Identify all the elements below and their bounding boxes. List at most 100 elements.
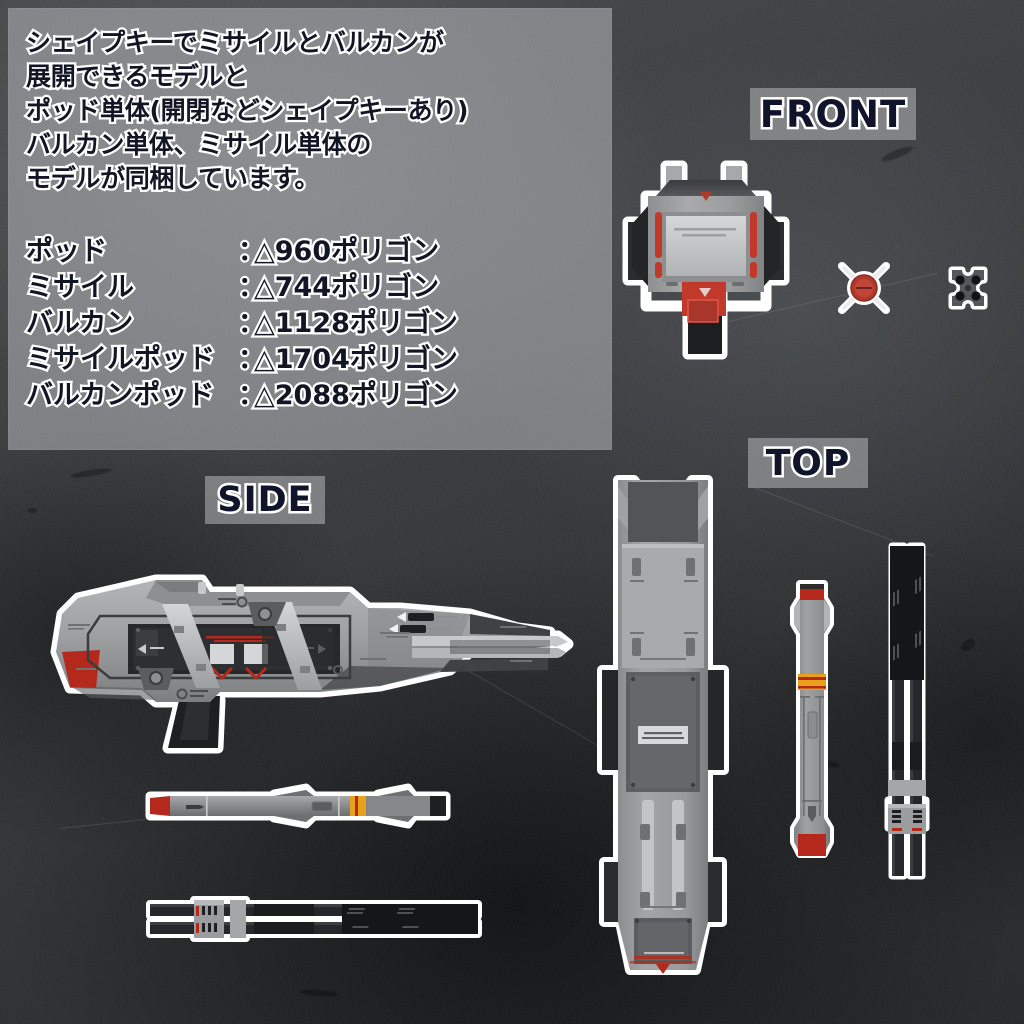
pod-top-side-block-left2 (604, 862, 620, 922)
missile-top-nose-cap (800, 584, 824, 589)
spec-table: ポッド：△960ポリゴンミサイル：△744ポリゴンバルカン：△1128ポリゴンミ… (24, 234, 460, 414)
pod-side-deployed-barrels (412, 636, 568, 658)
pod-side-bay-sub (136, 630, 158, 656)
missile-side-body (170, 796, 350, 816)
description-line-4: モデルが同梱しています。 (24, 162, 322, 196)
pod-top-plate-label-text (642, 737, 684, 739)
pod-front-view (622, 150, 806, 390)
spec-name-0: ポッド (24, 234, 110, 270)
vulcan-front-view (944, 266, 992, 310)
pod-top-upper-plate-edge (622, 544, 704, 548)
missile-side-seam (338, 796, 340, 816)
pod-front-accent-right (750, 212, 757, 258)
vulcan-top-collar (888, 780, 926, 796)
spec-name-2: バルカン (24, 306, 136, 342)
pod-front-bevel-left (632, 206, 648, 286)
spec-row-1: ミサイル：△744ポリゴン (24, 270, 458, 306)
pod-front-window-text (674, 228, 736, 231)
pod-top-dash-decal (640, 658, 686, 660)
pod-side-lower-shade (320, 666, 450, 690)
vulcan-front-barrel (955, 291, 965, 301)
spec-value-1: △744ポリゴン (252, 270, 442, 306)
pod-side-view (50, 540, 574, 760)
pod-side-port-dash (190, 690, 208, 692)
pod-side-bay-frame (86, 614, 352, 680)
pod-front-top-face (656, 180, 756, 196)
pod-top-latches (632, 558, 695, 656)
vulcan-side-mid-seam (254, 904, 314, 916)
vulcan-side-feed-slots (202, 906, 217, 932)
missile-side-fin-top (378, 790, 414, 796)
pod-front-vent-left (666, 282, 678, 286)
spec-value-4: △2088ポリゴン (252, 378, 460, 414)
missile-side-view (145, 783, 458, 829)
spec-colon-2: ： (236, 306, 268, 342)
pod-top-rear-bolts (635, 919, 691, 923)
description-line-1: 展開できるモデルと (24, 60, 251, 94)
pod-side-strap-rear (266, 602, 322, 690)
spec-row-3: ミサイルポッド：△1704ポリゴン (24, 342, 460, 378)
spec-name-3: ミサイルポッド (24, 342, 218, 378)
missile-top-probe (808, 806, 816, 822)
pod-top-warning-bar (634, 956, 692, 959)
pod-side-chevron (244, 666, 268, 681)
vulcan-side-accent (196, 906, 199, 916)
pod-side-warning-text (206, 636, 274, 639)
pod-side-hinge-bolt (258, 607, 272, 621)
vulcan-side-accent (196, 923, 199, 933)
pod-side-top-tab (236, 584, 244, 596)
missile-side-band-stripe (355, 796, 358, 816)
vulcan-top-mid-seam-left (892, 742, 904, 770)
pod-side-warning-text (214, 640, 266, 642)
missile-top-fin-right (824, 600, 830, 632)
description-line-0: シェイプキーでミサイルとバルカンが (24, 26, 446, 60)
spec-row-4: バルカンポッド：△2088ポリゴン (24, 378, 460, 414)
vulcan-side-view (146, 896, 486, 942)
pod-front-hatch-inner (687, 299, 719, 323)
vulcan-side-collar (230, 900, 246, 938)
spec-row-0: ポッド：△960ポリゴン (24, 234, 458, 270)
pod-top-latch-labels (630, 580, 698, 634)
pod-top-muzzle-vane-left (618, 486, 628, 530)
pod-top-side-block-right (706, 670, 724, 770)
pod-front-hatch-triangle (699, 288, 711, 297)
pod-front-chevron-marker (700, 192, 712, 201)
pod-side-port-dash (190, 695, 204, 697)
description-line-2: ポッド単体(開閉などシェイプキーあり) (24, 94, 471, 128)
pod-side-rear-shade (70, 686, 156, 700)
vulcan-top-barrel-left-hl (892, 546, 895, 876)
vulcan-front-barrel (971, 275, 981, 285)
missile-side-tail (366, 796, 430, 816)
missile-top-view (786, 578, 838, 866)
pod-side-hinge-bolt (149, 671, 163, 685)
pod-top-rear-dash (644, 952, 684, 954)
pod-front-bevel-right (764, 206, 780, 286)
description-line-3: バルカン単体、ミサイル単体の (24, 128, 374, 162)
missile-top-tail (798, 834, 826, 856)
view-label-front: FRONT (750, 88, 916, 140)
spec-value-2: △1128ポリゴン (252, 306, 460, 342)
pod-front-window-text (682, 234, 726, 237)
pod-top-side-block-left (602, 670, 620, 770)
vulcan-front-hub (965, 285, 971, 291)
spec-row-2: バルカン ：△1128ポリゴン (24, 306, 460, 342)
spec-colon-0: ： (236, 234, 268, 270)
pod-top-dash-decal (644, 906, 682, 908)
pod-side-chevron (210, 666, 234, 681)
pod-side-decals (68, 624, 532, 670)
spec-name-1: ミサイル (24, 270, 137, 306)
pod-top-plate-label-text (644, 732, 682, 735)
pod-top-plate-label (638, 726, 688, 744)
vulcan-side-receiver-shade (194, 900, 224, 905)
pod-side-missile-indicator (389, 624, 450, 634)
pod-front-accent-left2 (655, 262, 662, 278)
pod-side-upper-shade (156, 582, 204, 592)
pod-top-side-block-right2 (706, 862, 722, 922)
missile-side-fin-bottom (378, 816, 414, 822)
pod-top-view (588, 470, 738, 980)
missile-side-fin-bottom (274, 816, 314, 822)
missile-side-probe (186, 805, 204, 809)
info-panel: シェイプキーでミサイルとバルカンが展開できるモデルとポッド単体(開閉などシェイプ… (8, 8, 612, 450)
view-label-top: TOP (748, 438, 868, 488)
vulcan-top-accent (892, 828, 902, 831)
